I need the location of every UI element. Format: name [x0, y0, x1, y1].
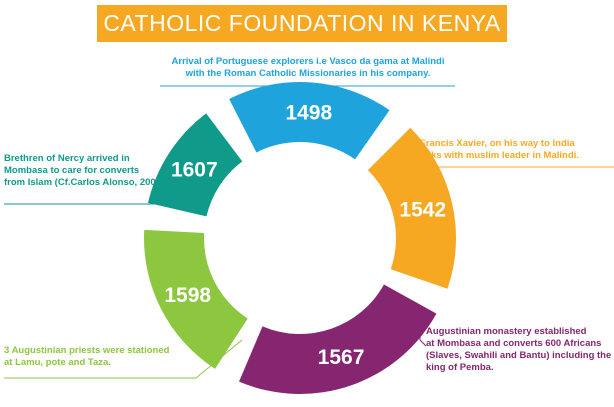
note-1498-line-1: Arrival of Portuguese explorers i.e Vasc…	[171, 56, 445, 67]
year-label-1542: 1542	[399, 199, 446, 222]
year-label-1598: 1598	[164, 284, 211, 307]
note-1498-line-2: with the Roman Catholic Missionaries in …	[185, 68, 431, 79]
year-label-1607: 1607	[171, 158, 218, 181]
note-1567: Augustinian monastery established at Mom…	[426, 326, 612, 374]
note-1567-line-2: at Mombasa and converts 600 Africans	[426, 338, 602, 349]
note-1567-line-4: king of Pemba.	[426, 362, 494, 373]
note-1607-line-3: from Islam (Cf.Carlos Alonso, 2007)	[4, 177, 165, 188]
note-1607-line-2: Mombasa to care for converts	[4, 165, 140, 176]
note-1567-line-1: Augustinian monastery established	[426, 326, 587, 337]
note-1498: Arrival of Portuguese explorers i.e Vasc…	[158, 56, 458, 80]
ring-segment-1567	[239, 284, 437, 394]
note-1607-line-1: Brethren of Nercy arrived in	[4, 153, 130, 164]
connector-1598	[4, 339, 243, 379]
note-1567-line-3: (Slaves, Swahili and Bantu) including th…	[426, 350, 612, 361]
note-1542-line-2: talks with muslim leader in Malindi.	[420, 150, 579, 161]
connector-1567	[419, 310, 427, 347]
note-1598-line-1: 3 Augustinian priests were stationed	[4, 345, 170, 356]
ring-segment-1598	[144, 229, 248, 369]
ring-segment-1542	[367, 127, 456, 289]
note-1598: 3 Augustinian priests were stationed at …	[4, 345, 204, 369]
note-1542-line-1: Francis Xavier, on his way to India	[420, 138, 575, 149]
ring-segment-1498	[229, 81, 390, 160]
year-label-1498: 1498	[285, 101, 332, 124]
note-1598-line-2: at Lamu, pote and Taza.	[4, 357, 111, 368]
title-banner: CATHOLIC FOUNDATION IN KENYA	[97, 5, 507, 42]
ring-segment-1607	[147, 113, 243, 217]
connector-1542	[386, 166, 614, 199]
year-label-1567: 1567	[318, 346, 365, 369]
note-1542: Francis Xavier, on his way to India talk…	[420, 138, 612, 162]
note-1607: Brethren of Nercy arrived in Mombasa to …	[4, 153, 179, 189]
